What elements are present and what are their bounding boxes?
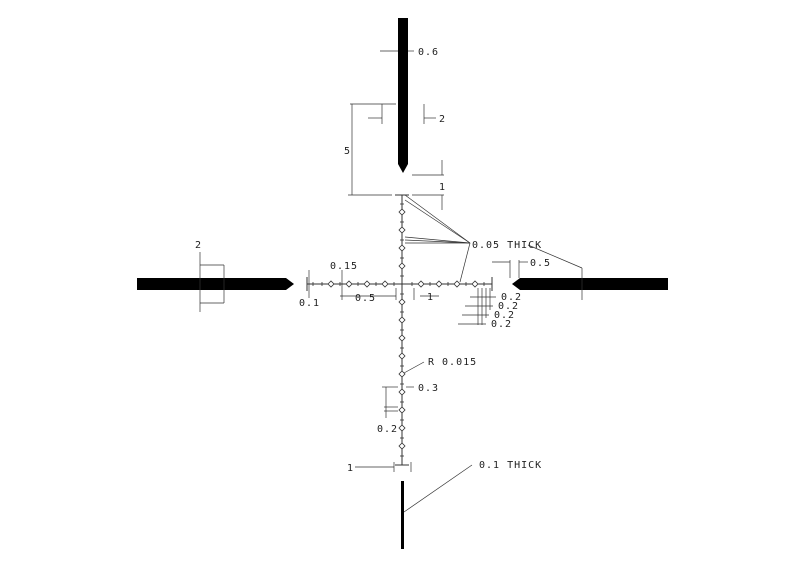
reticle-dot [398,262,406,270]
reticle-dot [435,280,443,288]
reticle-dot [398,406,406,414]
reticle-dot [398,316,406,324]
label-bottom-width: 1 [347,463,354,474]
reticle-dot [417,280,425,288]
reticle-dot [398,208,406,216]
reticle-dot [471,280,479,288]
reticle-dot [345,280,353,288]
label-right-gap: 0.5 [530,258,551,269]
reticle-dot [398,244,406,252]
reticle-dot [381,280,389,288]
label-top-post-length: 5 [344,146,351,157]
reticle-dot [398,226,406,234]
label-half-spacing: 0.5 [355,293,376,304]
label-top-gap: 1 [439,182,446,193]
left-thick-post [137,278,294,290]
label-small-tick: 0.2 [377,424,398,435]
bottom-thin-post [401,481,404,549]
label-line-thickness: 0.05 THICK [472,240,542,251]
label-left-bar-height: 2 [195,240,202,251]
label-tick-height: 0.15 [330,261,358,272]
label-unit-spacing: 1 [427,292,434,303]
reticle-dot [327,280,335,288]
label-dot-radius: R 0.015 [428,357,477,368]
label-line-width-left: 0.1 [299,298,320,309]
right-thick-post [512,278,668,290]
label-right-tick-2: 0.2 [498,301,519,312]
label-bottom-post-thickness: 0.1 THICK [479,460,542,471]
reticle-dot [398,370,406,378]
label-right-tick-4: 0.2 [491,319,512,330]
label-top-post-spread: 2 [439,114,446,125]
reticle-dot [398,388,406,396]
label-right-tick-1: 0.2 [501,292,522,303]
label-right-tick-3: 0.2 [494,310,515,321]
reticle-dot [398,424,406,432]
label-top-post-width: 0.6 [418,47,439,58]
dimension-lines [199,50,583,513]
label-dot-spacing: 0.3 [418,383,439,394]
reticle-marks [312,203,485,457]
reticle-dot [398,334,406,342]
reticle-dot [453,280,461,288]
reticle-dot [398,442,406,450]
reticle-dot [363,280,371,288]
reticle-dot [398,298,406,306]
reticle-dot [398,352,406,360]
top-thick-post [398,18,408,173]
